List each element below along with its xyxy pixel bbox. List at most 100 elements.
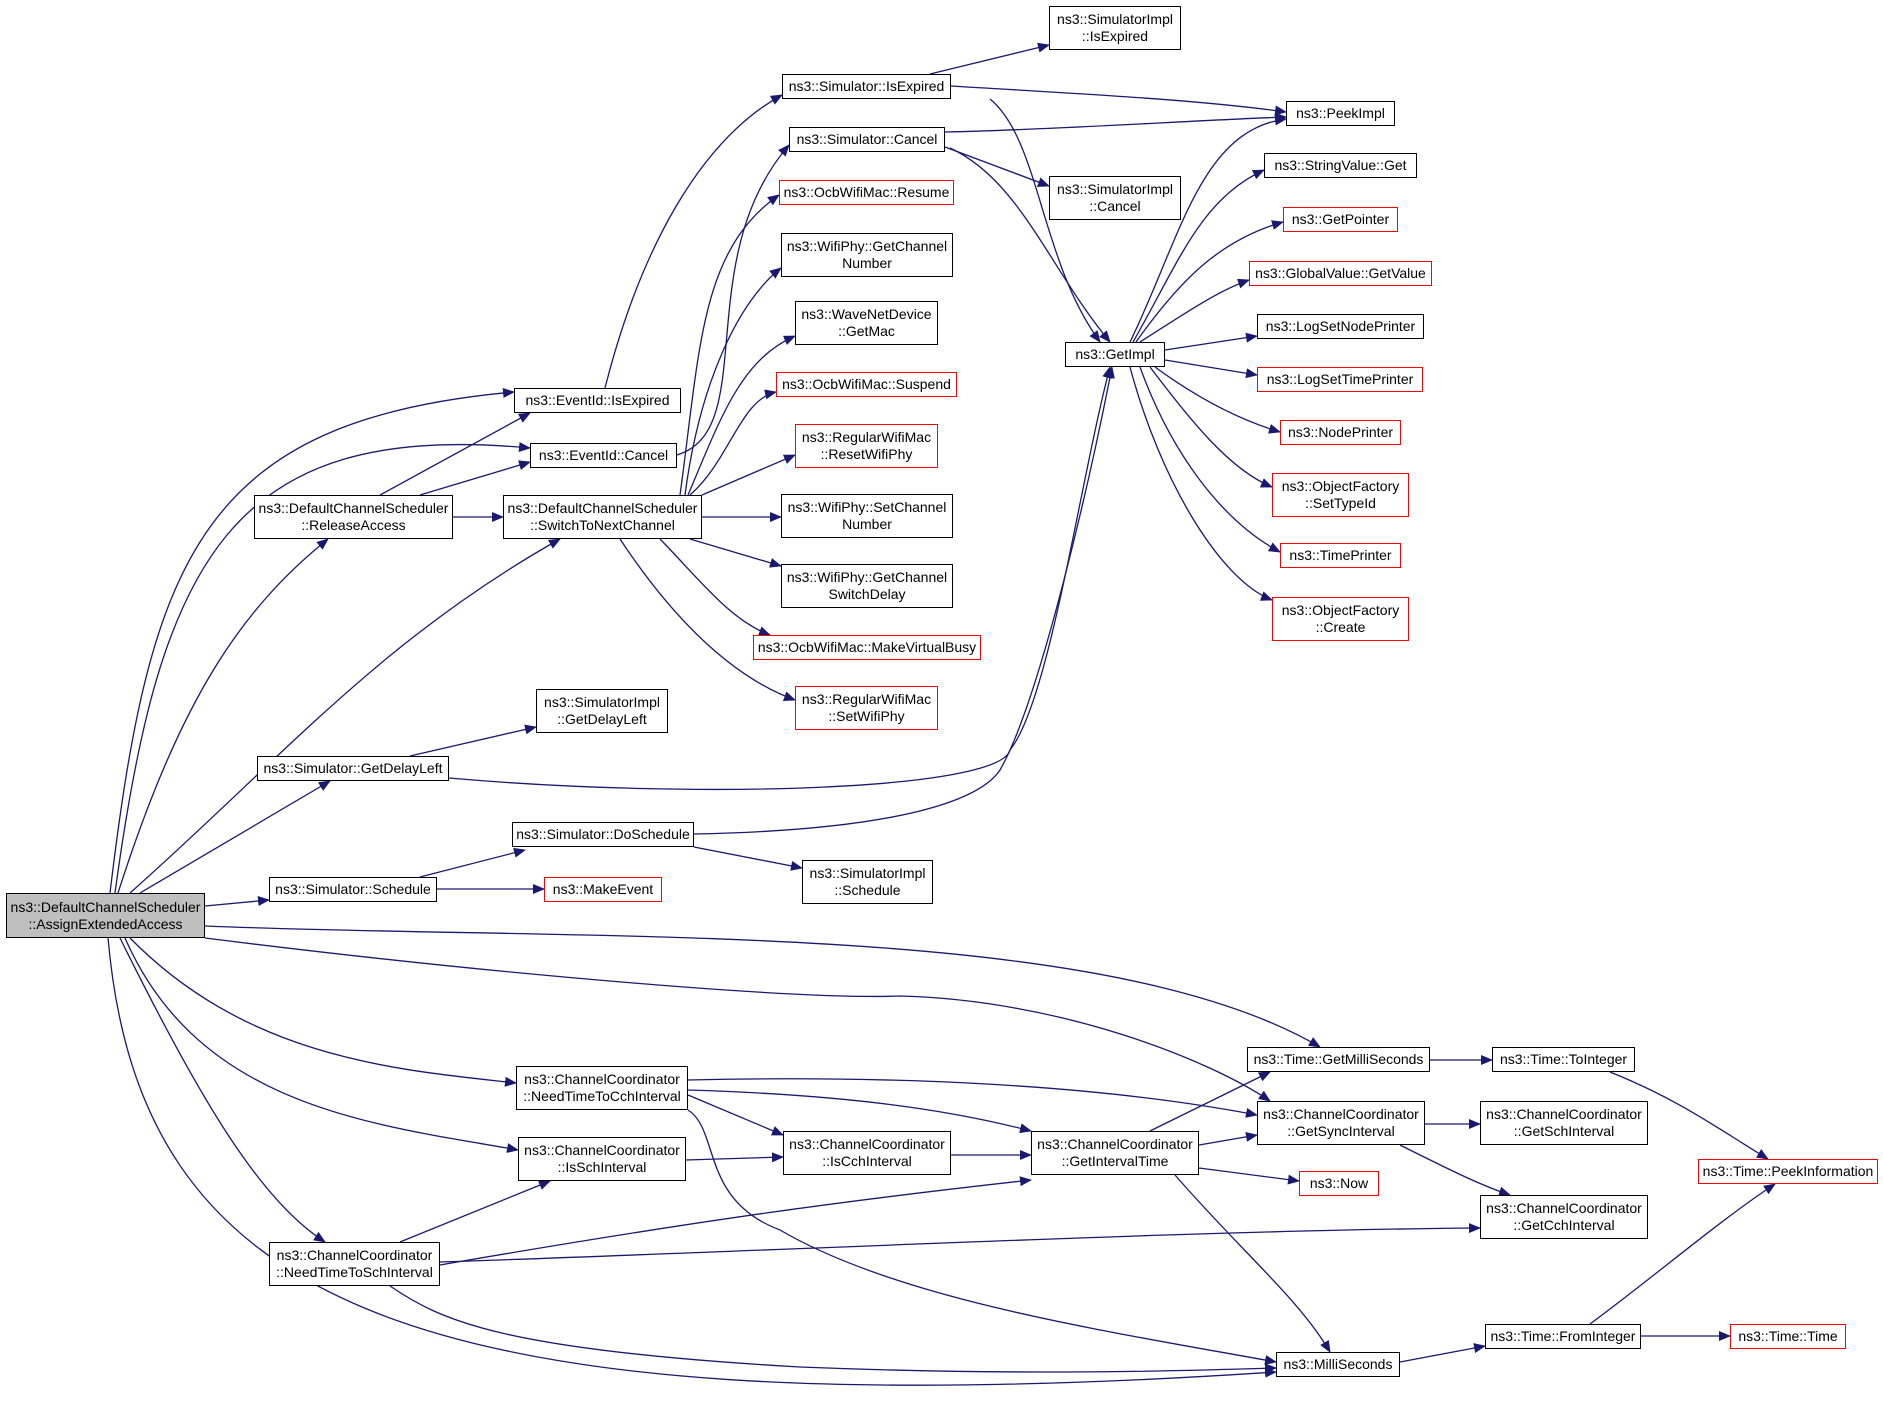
node-line-1: ns3::OcbWifiMac::MakeVirtualBusy [757, 639, 977, 655]
node-line-1: ns3::EventId::IsExpired [525, 392, 670, 408]
node-simulator-isexpired[interactable]: ns3::Simulator::IsExpired [782, 74, 951, 99]
node-channelcoordinator-getcchinterval[interactable]: ns3::ChannelCoordinator ::GetCchInterval [1480, 1195, 1648, 1239]
e-getimpl-create [1129, 366, 1273, 601]
node-channelcoordinator-getschinterval[interactable]: ns3::ChannelCoordinator ::GetSchInterval [1480, 1101, 1648, 1145]
e-getimpl-lognode [1164, 332, 1258, 351]
node-globalvalue-getvalue[interactable]: ns3::GlobalValue::GetValue [1249, 261, 1432, 286]
e-fromint-peek [1589, 1183, 1776, 1325]
node-simulator-cancel[interactable]: ns3::Simulator::Cancel [789, 127, 945, 152]
node-logsetnodeprinter[interactable]: ns3::LogSetNodePrinter [1257, 314, 1424, 339]
node-channelcoordinator-iscchinterval[interactable]: ns3::ChannelCoordinator ::IsCchInterval [783, 1131, 951, 1175]
node-simulatorimpl-isexpired[interactable]: ns3::SimulatorImpl ::IsExpired [1049, 6, 1181, 50]
node-time-frominteger[interactable]: ns3::Time::FromInteger [1485, 1324, 1641, 1349]
node-simulator-doschedule[interactable]: ns3::Simulator::DoSchedule [512, 822, 694, 847]
node-line-2: ::GetIntervalTime [1061, 1153, 1169, 1169]
node-line-2: ::GetMac [838, 323, 895, 339]
e-root-issch [124, 937, 519, 1153]
node-simulator-schedule[interactable]: ns3::Simulator::Schedule [269, 877, 437, 902]
e-getimpl-gvgetvalue [1139, 278, 1250, 343]
node-defaultchannelscheduler-releaseaccess[interactable]: ns3::DefaultChannelScheduler ::ReleaseAc… [254, 495, 453, 539]
node-time-time[interactable]: ns3::Time::Time [1730, 1324, 1846, 1349]
e-switch-reset [701, 454, 796, 496]
node-regularwifimac-setwifiphy[interactable]: ns3::RegularWifiMac ::SetWifiPhy [795, 686, 938, 730]
node-time-peekinformation[interactable]: ns3::Time::PeekInformation [1698, 1159, 1878, 1184]
node-line-2: ::Schedule [834, 882, 901, 898]
e-needsch-getcch [439, 1223, 1481, 1263]
e-switch-setphy [619, 538, 796, 701]
node-wifiphy-setchannelnumber[interactable]: ns3::WifiPhy::SetChannel Number [781, 494, 953, 538]
e-simgetdelay-sigetdelay [409, 724, 537, 757]
node-getimpl[interactable]: ns3::GetImpl [1065, 342, 1165, 367]
node-channelcoordinator-needtimetoschinterval[interactable]: ns3::ChannelCoordinator ::NeedTimeToSchI… [269, 1242, 440, 1286]
node-line-1: ns3::Simulator::DoSchedule [516, 826, 690, 842]
node-time-getmilliseconds[interactable]: ns3::Time::GetMilliSeconds [1247, 1047, 1430, 1072]
node-assign-extended-access: ns3::DefaultChannelScheduler ::AssignExt… [6, 893, 205, 938]
node-stringvalue-get[interactable]: ns3::StringValue::Get [1264, 153, 1417, 178]
node-regularwifimac-resetwifiphy[interactable]: ns3::RegularWifiMac ::ResetWifiPhy [795, 424, 938, 468]
node-line-1: ns3::WifiPhy::GetChannel [786, 569, 948, 585]
node-objectfactory-settypeid[interactable]: ns3::ObjectFactory ::SetTypeId [1272, 473, 1409, 517]
e-issch-iscch [685, 1152, 784, 1163]
e-switch-busy [659, 538, 771, 636]
e-needcch-getinterval [687, 1089, 1032, 1134]
node-line-1: ns3::Time::PeekInformation [1702, 1163, 1874, 1179]
node-line-2: ::GetSyncInterval [1287, 1123, 1395, 1139]
node-simulatorimpl-schedule[interactable]: ns3::SimulatorImpl ::Schedule [802, 860, 933, 904]
e-release-evisexpired [379, 412, 531, 496]
e-root-evcancel [114, 442, 531, 894]
node-line-1: ns3::NodePrinter [1287, 424, 1394, 440]
node-defaultchannelscheduler-switchtonextchannel[interactable]: ns3::DefaultChannelScheduler ::SwitchToN… [503, 495, 702, 539]
node-wifiphy-getchannelnumber[interactable]: ns3::WifiPhy::GetChannel Number [781, 233, 953, 277]
node-simulatorimpl-cancel[interactable]: ns3::SimulatorImpl ::Cancel [1049, 176, 1181, 220]
node-milliseconds[interactable]: ns3::MilliSeconds [1276, 1352, 1400, 1377]
node-nodeprinter[interactable]: ns3::NodePrinter [1280, 420, 1401, 445]
e-simisexpired-getimpl [989, 98, 1101, 343]
node-ocbwifimac-makevirtualbusy[interactable]: ns3::OcbWifiMac::MakeVirtualBusy [753, 635, 981, 660]
e-switch-getswitch [689, 538, 782, 568]
node-eventid-cancel[interactable]: ns3::EventId::Cancel [530, 443, 677, 468]
node-simulator-getdelayleft[interactable]: ns3::Simulator::GetDelayLeft [257, 756, 449, 781]
node-objectfactory-create[interactable]: ns3::ObjectFactory ::Create [1272, 597, 1409, 641]
node-line-2: ::AssignExtendedAccess [28, 915, 183, 932]
e-root-release [117, 538, 329, 894]
node-line-1: ns3::RegularWifiMac [801, 691, 932, 707]
node-makeevent[interactable]: ns3::MakeEvent [544, 877, 662, 902]
e-needsch-ms [389, 1285, 1277, 1374]
node-ocbwifimac-resume[interactable]: ns3::OcbWifiMac::Resume [779, 180, 954, 205]
node-channelcoordinator-getintervaltime[interactable]: ns3::ChannelCoordinator ::GetIntervalTim… [1031, 1131, 1199, 1175]
node-line-1: ns3::EventId::Cancel [538, 447, 669, 463]
node-line-1: ns3::MakeEvent [552, 881, 654, 897]
node-getpointer[interactable]: ns3::GetPointer [1283, 207, 1398, 232]
node-line-2: ::Cancel [1089, 198, 1141, 214]
node-now[interactable]: ns3::Now [1299, 1171, 1379, 1196]
node-wavenetdevice-getmac[interactable]: ns3::WaveNetDevice ::GetMac [795, 301, 938, 345]
e-getimpl-peek [1129, 115, 1287, 343]
node-timeprinter[interactable]: ns3::TimePrinter [1280, 543, 1401, 568]
e-simcancel-peek [944, 112, 1287, 133]
node-simulatorimpl-getdelayleft[interactable]: ns3::SimulatorImpl ::GetDelayLeft [536, 689, 668, 733]
node-eventid-isexpired[interactable]: ns3::EventId::IsExpired [514, 388, 681, 413]
e-getimpl-getpointer [1135, 220, 1284, 343]
e-getinterval-ms [1174, 1174, 1331, 1353]
e-root-evisexpired [109, 388, 515, 894]
node-time-tointeger[interactable]: ns3::Time::ToInteger [1492, 1047, 1635, 1072]
node-line-1: ns3::GlobalValue::GetValue [1255, 265, 1426, 281]
e-switch-resume [679, 194, 780, 496]
node-ocbwifimac-suspend[interactable]: ns3::OcbWifiMac::Suspend [776, 372, 957, 397]
node-channelcoordinator-getsyncinterval[interactable]: ns3::ChannelCoordinator ::GetSyncInterva… [1257, 1101, 1425, 1145]
node-peekimpl[interactable]: ns3::PeekImpl [1286, 101, 1395, 126]
e-switch-getmac [687, 335, 796, 496]
node-line-2: Number [842, 516, 892, 532]
node-wifiphy-getchannelswitchdelay[interactable]: ns3::WifiPhy::GetChannel SwitchDelay [781, 564, 953, 608]
node-line-1: ns3::ObjectFactory [1281, 602, 1400, 618]
node-channelcoordinator-isschinterval[interactable]: ns3::ChannelCoordinator ::IsSchInterval [518, 1137, 686, 1181]
node-line-1: ns3::Time::GetMilliSeconds [1253, 1051, 1424, 1067]
node-line-1: ns3::TimePrinter [1289, 547, 1392, 563]
node-logsettimeprinter[interactable]: ns3::LogSetTimePrinter [1257, 367, 1423, 392]
node-line-1: ns3::Now [1309, 1175, 1369, 1191]
node-channelcoordinator-needtimetocchinterval[interactable]: ns3::ChannelCoordinator ::NeedTimeToCchI… [516, 1066, 688, 1110]
e-simcancel-getimpl [949, 147, 1111, 343]
node-line-1: ns3::StringValue::Get [1274, 157, 1407, 173]
e-needcch-iscch [687, 1094, 784, 1136]
node-line-1: ns3::Simulator::Schedule [275, 881, 431, 897]
